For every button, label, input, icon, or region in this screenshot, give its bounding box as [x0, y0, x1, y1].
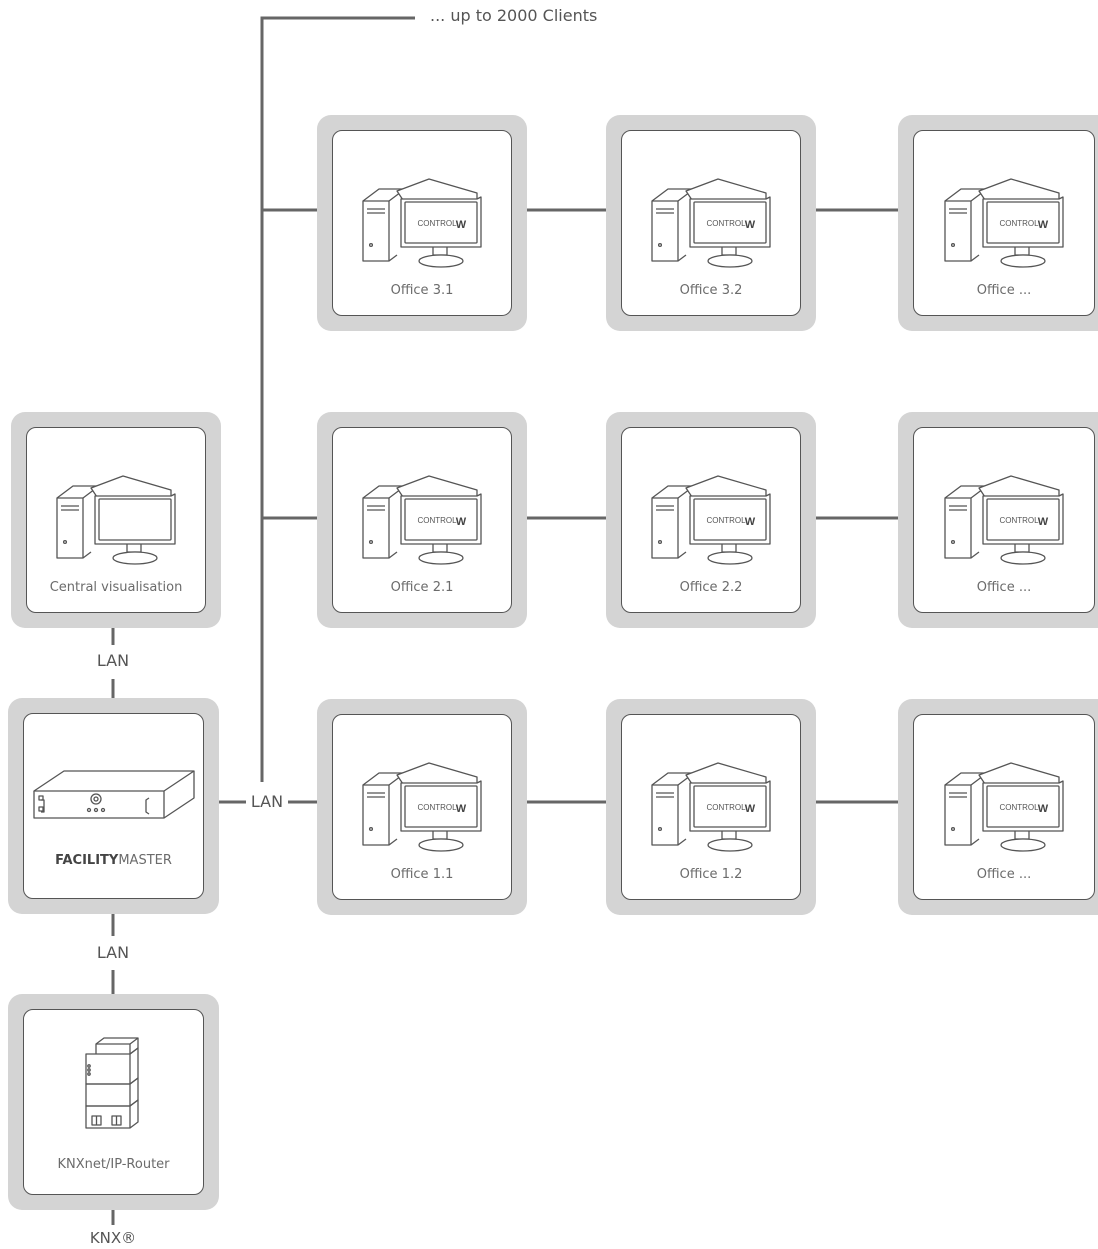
screen-brand-mark: W [745, 219, 756, 231]
screen-brand-mark: W [745, 516, 756, 528]
screen-brand-text: CONTROL [417, 219, 457, 228]
screen-brand-mark: W [1038, 803, 1049, 815]
facility-master-label: FACILITYMASTER [24, 853, 203, 868]
screen-brand-text: CONTROL [999, 803, 1039, 812]
office-1-1-label: Office 1.1 [390, 867, 454, 882]
central-visualisation-inner: Central visualisation [26, 427, 206, 613]
office-2-1-label: Office 2.1 [390, 580, 454, 595]
facility-master-label-bold: FACILITY [55, 853, 119, 868]
knx-router-label: KNXnet/IP-Router [57, 1157, 170, 1172]
lan-label-trunk: LAN [246, 792, 288, 811]
facility-master-label-rest: MASTER [118, 853, 172, 868]
screen-brand-mark: W [456, 219, 467, 231]
screen-brand-mark: W [456, 516, 467, 528]
screen-brand-text: CONTROL [417, 516, 457, 525]
screen-brand-text: CONTROL [999, 219, 1039, 228]
lan-label-central: LAN [93, 651, 133, 670]
screen-brand-mark: W [1038, 516, 1049, 528]
office-2-3-label: Office ... [976, 580, 1032, 595]
screen-brand-text: CONTROL [706, 219, 746, 228]
lan-trunk-line [260, 16, 415, 782]
central-visualisation-label: Central visualisation [49, 580, 183, 595]
office-1-2-label: Office 1.2 [679, 867, 743, 882]
rack-server-icon [32, 770, 195, 819]
screen-brand-text: CONTROL [417, 803, 457, 812]
facility-master-inner: FACILITYMASTER [23, 713, 204, 899]
screen-brand-mark: W [745, 803, 756, 815]
workstation-icon [56, 475, 176, 565]
office-3-1-label: Office 3.1 [390, 283, 454, 298]
din-rail-router-icon [84, 1037, 139, 1129]
knx-router-inner: KNXnet/IP-Router [23, 1009, 204, 1195]
knx-label: KNX® [83, 1229, 143, 1247]
facility-master-card[interactable]: FACILITYMASTER [8, 698, 219, 914]
screen-brand-text: CONTROL [999, 516, 1039, 525]
office-3-3-label: Office ... [976, 283, 1032, 298]
office-3-2-label: Office 3.2 [679, 283, 743, 298]
lan-label-router: LAN [93, 943, 133, 962]
screen-brand-mark: W [456, 803, 467, 815]
central-visualisation-card[interactable]: Central visualisation [11, 412, 221, 628]
screen-brand-text: CONTROL [706, 516, 746, 525]
office-1-3-label: Office ... [976, 867, 1032, 882]
screen-brand-text: CONTROL [706, 803, 746, 812]
knx-router-card[interactable]: KNXnet/IP-Router [8, 994, 219, 1210]
office-2-2-label: Office 2.2 [679, 580, 743, 595]
screen-brand-mark: W [1038, 219, 1049, 231]
clients-label: ... up to 2000 Clients [430, 6, 598, 25]
